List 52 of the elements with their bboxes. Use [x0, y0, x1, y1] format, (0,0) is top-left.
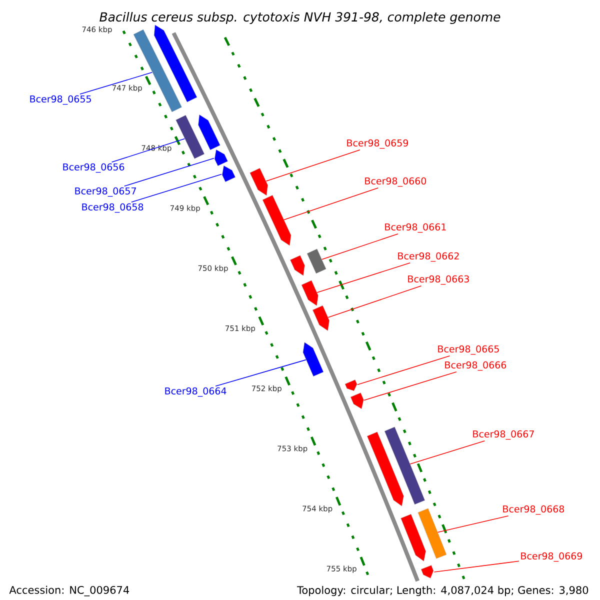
gene-label: Bcer98_0662 [398, 252, 459, 262]
gene-label: Bcer98_0663 [408, 275, 469, 285]
gene-label: Bcer98_0660 [365, 177, 426, 187]
leader-line [131, 174, 222, 203]
gene-block [154, 24, 198, 102]
gene-label: Bcer98_0656 [63, 163, 124, 173]
feature-bar [384, 426, 426, 505]
gene-block [250, 168, 268, 196]
leader-line [215, 359, 306, 387]
gene-label: Bcer98_0665 [438, 345, 499, 355]
leader-line [410, 440, 486, 464]
leader-line [357, 355, 450, 386]
feature-bar [306, 248, 326, 274]
gene-label: Bcer98_0669 [521, 552, 582, 562]
gene-label: Bcer98_0655 [30, 95, 91, 105]
gene-block [312, 305, 330, 331]
gene-label: Bcer98_0657 [75, 187, 136, 197]
gene-block [420, 565, 434, 578]
title: Bacillus cereus subsp. cytotoxis NVH 391-98, complete genome [100, 12, 500, 24]
leader-line [80, 72, 152, 95]
leader-line [124, 158, 214, 187]
gene-label: Bcer98_0661 [385, 223, 446, 233]
gene-block [344, 380, 358, 392]
leader-line [364, 371, 457, 401]
gene-label: Bcer98_0658 [82, 203, 144, 213]
gene-label: Bcer98_0659 [347, 139, 408, 149]
gene-label: Bcer98_0667 [473, 430, 534, 440]
leader-line [434, 560, 520, 572]
leader-line [328, 285, 422, 318]
footer-text: Topology: circular; Length: 4,087,024 bp; Genes: 3,980 [297, 586, 588, 596]
gene-block [262, 195, 292, 246]
leader-line [111, 138, 186, 163]
gene-label: Bcer98_0664 [165, 387, 226, 397]
leader-line [437, 515, 509, 533]
gene-block [400, 514, 426, 562]
leader-line [266, 149, 360, 182]
gene-label: Bcer98_0668 [503, 505, 564, 515]
leader-line [284, 187, 379, 220]
feature-bar [176, 114, 205, 159]
gene-label: Bcer98_0666 [445, 361, 506, 371]
footer-text: Accession: NC_009674 [9, 586, 130, 596]
gene-block [302, 342, 324, 376]
gene-block [214, 149, 228, 166]
gene-block [290, 255, 305, 276]
leader-line [322, 233, 398, 260]
feature-bar [418, 508, 447, 559]
gene-block [198, 114, 220, 150]
gene-block [222, 165, 236, 182]
leader-line [316, 262, 410, 293]
gene-block [301, 280, 318, 306]
gene-block [350, 392, 364, 410]
gene-block [366, 432, 404, 506]
